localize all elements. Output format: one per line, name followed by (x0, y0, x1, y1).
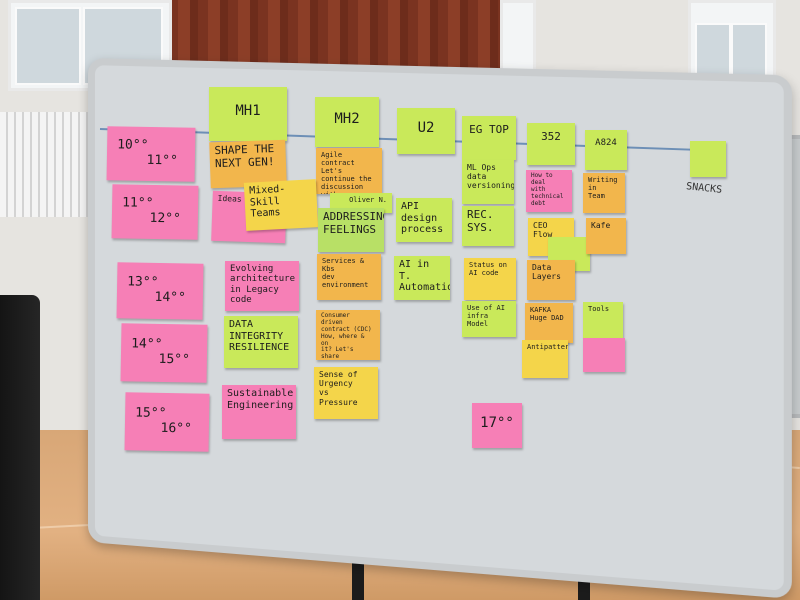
session-status-ai: Status on AI code (464, 258, 516, 300)
session-evolving-architecture: Evolving architecture in Legacy code (225, 261, 299, 311)
time-slot-3: 13°°14°° (116, 262, 204, 320)
session-pink-small (583, 338, 625, 372)
time-slot-1: 10°°11°° (106, 126, 196, 182)
session-agile-contract: Agile contract Let's continue the discus… (316, 148, 382, 194)
session-antipatterns: Antipatterns (522, 340, 568, 378)
session-sense-of-urgency: Sense of Urgency vs Pressure (314, 367, 378, 419)
session-rec-sys: REC. SYS. (462, 206, 514, 246)
time-slot-extra: 17°° (472, 403, 522, 448)
session-kafe: Kafe (586, 218, 626, 254)
snacks-note (690, 141, 726, 177)
session-addressing-feelings: ADDRESSING FEELINGS (318, 208, 384, 252)
time-slot-4: 14°°15°° (120, 323, 208, 383)
session-tools: Tools (583, 302, 623, 338)
room-header-mh2: MH2 (315, 97, 379, 147)
session-data-integrity: DATA INTEGRITY RESILIENCE (224, 316, 298, 368)
session-writing-in-team: Writing in Team (583, 173, 625, 213)
time-slot-2: 11°°12°° (111, 184, 199, 240)
session-ml-ops: ML Ops data versioning (462, 160, 514, 204)
session-ai-infra: Use of AI infra Model (462, 301, 516, 337)
room-header-352: 352 (527, 123, 575, 165)
session-technical-debt: How to deal with technical debt (526, 170, 572, 212)
room-header-mh1: MH1 (209, 87, 287, 141)
session-data-layers: Data Layers (527, 260, 575, 300)
time-slot-5: 15°°16°° (124, 392, 210, 452)
session-ai-automation: AI in T. Automation (394, 256, 450, 300)
session-sustainable-engineering: Sustainable Engineering (222, 385, 296, 439)
session-mixed-skill-teams: Mixed-Skill Teams (243, 179, 319, 231)
room-header-u2: U2 (397, 108, 455, 154)
room-header-a824: A824 (585, 130, 627, 170)
black-bag (0, 295, 40, 600)
room-header-eg-top: EG TOP (462, 116, 516, 160)
session-api-design: API design process (396, 198, 452, 242)
session-kafka: KAFKA Huge DAD (525, 303, 573, 343)
session-cdc: Consumer driven contract (CDC) How, wher… (316, 310, 380, 360)
radiator-left (0, 112, 90, 217)
session-services-kbs: Services & Kbs dev environment (317, 254, 381, 300)
